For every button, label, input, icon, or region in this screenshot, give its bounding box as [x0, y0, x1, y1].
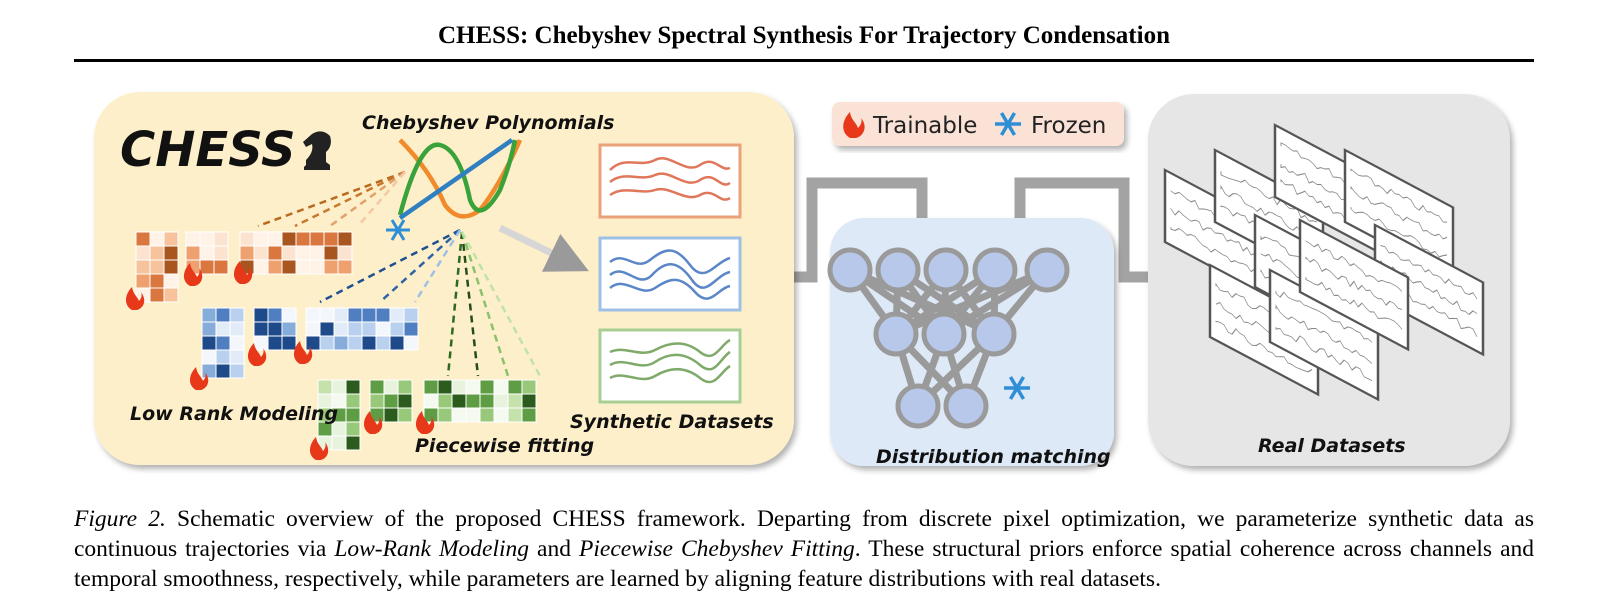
page-header-title: CHESS: Chebyshev Spectral Synthesis For … [438, 22, 1170, 49]
flow-arrow [498, 224, 589, 272]
chess-panel: CHESS Chebyshev Polynomials [94, 92, 794, 465]
distribution-matching-label: Distribution matching [876, 446, 1111, 468]
synthetic-datasets-label: Synthetic Datasets [570, 411, 774, 433]
distribution-matching-panel: Distribution matching [827, 218, 1114, 468]
caption-text-2: and [529, 536, 579, 562]
green-matrices [317, 379, 537, 451]
caption-emphasis-2: Piecewise Chebyshev Fitting [579, 536, 855, 562]
chebyshev-curves [397, 138, 523, 220]
network-nodes [827, 247, 1070, 429]
low-rank-modeling-label: Low Rank Modeling [130, 403, 338, 425]
caption-label: Figure 2. [74, 506, 166, 532]
fire-icon [843, 112, 865, 138]
real-datasets-panel: Real Datasets [1148, 94, 1510, 466]
chess-knight-icon [303, 131, 331, 170]
piecewise-fitting-label: Piecewise fitting [415, 435, 594, 457]
synthetic-box-green [598, 328, 742, 404]
blue-matrices [201, 307, 419, 379]
dashed-links [257, 170, 542, 377]
real-dataset-sheets [1163, 123, 1485, 402]
real-datasets-label: Real Datasets [1258, 435, 1406, 457]
chess-framework-figure: CHESS Chebyshev Polynomials [94, 92, 1510, 468]
snowflake-icon [995, 112, 1021, 136]
snowflake-icon [386, 219, 410, 241]
fire-icons [125, 261, 435, 460]
caption-emphasis-1: Low-Rank Modeling [334, 536, 530, 562]
synthetic-box-blue [598, 236, 742, 312]
chess-logo-text: CHESS [120, 122, 296, 178]
header-rule [74, 59, 1534, 62]
synthetic-box-red [598, 143, 742, 219]
orange-matrices [135, 231, 353, 303]
legend-frozen-label: Frozen [1031, 113, 1106, 139]
chebyshev-polynomials-label: Chebyshev Polynomials [362, 112, 614, 134]
caption-text-1: Schematic overview of the proposed CHESS… [74, 506, 1535, 562]
connector-pipes [790, 177, 1148, 283]
legend-trainable-label: Trainable [872, 113, 977, 139]
snowflake-icon [1004, 376, 1030, 400]
legend: Trainable Frozen [832, 102, 1124, 146]
figure-caption: Figure 2. Schematic overview of the prop… [74, 504, 1534, 594]
